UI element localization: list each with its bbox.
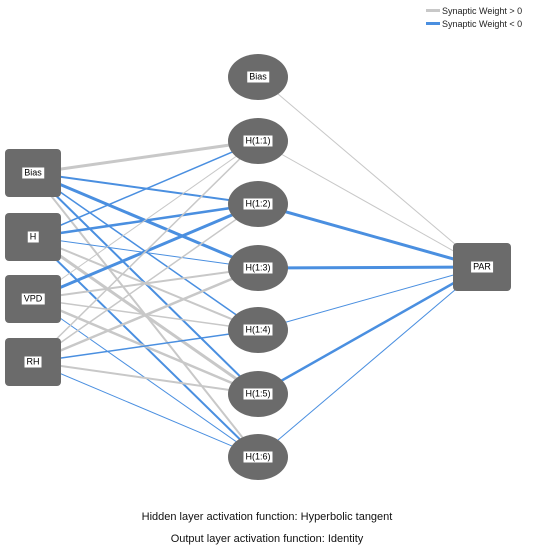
input-node-label-rh: RH (24, 356, 42, 368)
connection-h-1-4-to-par (257, 266, 483, 331)
legend-negative-label: Synaptic Weight < 0 (442, 18, 523, 29)
legend-positive: Synaptic Weight > 0 (426, 4, 522, 17)
input-node-label-bias: Bias (22, 167, 44, 179)
output-activation-caption: Output layer activation function: Identi… (170, 533, 364, 545)
connection-rh-to-h-1-6 (32, 361, 259, 458)
connection-rh-to-h-1-3 (32, 266, 259, 364)
connections (32, 76, 483, 458)
output-node-label-par: PAR (471, 261, 493, 273)
legend: Synaptic Weight > 0 Synaptic Weight < 0 (426, 4, 522, 30)
connection-h-1-2-to-par (257, 202, 483, 269)
connection-h-to-h-1-1 (32, 140, 259, 238)
hidden-node-label-h-1-4: H(1:4) (243, 324, 273, 336)
connection-bias-hidden-to-par (257, 76, 483, 268)
hidden-node-label-bias: Bias (247, 71, 269, 83)
input-node-label-vpd: VPD (21, 293, 45, 305)
connection-rh-to-h-1-1 (32, 140, 259, 363)
legend-negative-swatch (426, 22, 440, 25)
hidden-node-label-h-1-5: H(1:5) (243, 388, 273, 400)
connection-rh-to-h-1-5 (32, 361, 259, 395)
connection-rh-to-h-1-4 (32, 329, 259, 363)
hidden-node-label-h-1-2: H(1:2) (243, 198, 273, 210)
connection-bias-to-h-1-1 (32, 139, 259, 175)
input-node-label-h: H (27, 231, 39, 243)
hidden-activation-caption: Hidden layer activation function: Hyperb… (141, 511, 393, 523)
legend-negative: Synaptic Weight < 0 (426, 17, 522, 30)
legend-positive-label: Synaptic Weight > 0 (442, 5, 523, 16)
connection-h-1-6-to-par (257, 266, 483, 458)
connection-vpd-to-h-1-1 (32, 140, 259, 300)
connection-rh-to-h-1-2 (32, 203, 259, 363)
connection-h-1-3-to-par (257, 265, 483, 270)
hidden-node-label-h-1-6: H(1:6) (243, 451, 273, 463)
hidden-node-label-h-1-3: H(1:3) (243, 262, 273, 274)
hidden-node-label-h-1-1: H(1:1) (243, 135, 273, 147)
connection-h-1-5-to-par (257, 265, 483, 396)
legend-positive-swatch (426, 9, 440, 12)
connection-h-1-1-to-par (257, 140, 483, 268)
